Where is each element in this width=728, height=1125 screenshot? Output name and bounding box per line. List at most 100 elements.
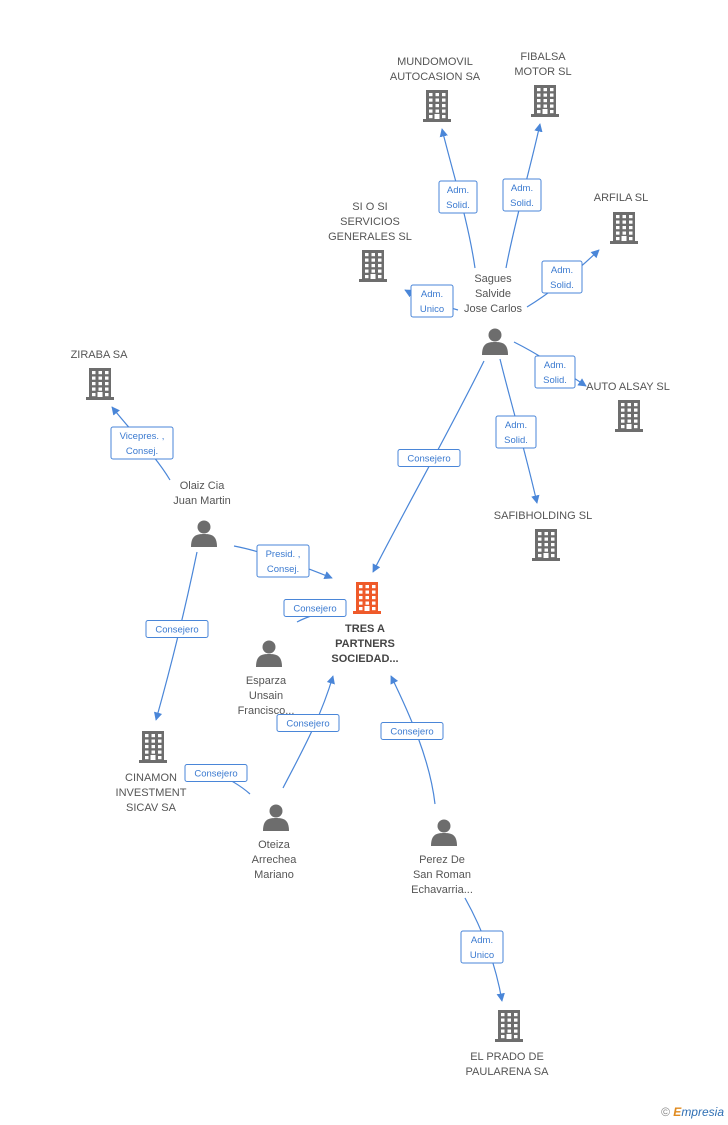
company-node[interactable]: CINAMON INVESTMENT SICAV SA — [116, 731, 187, 814]
node-label: Echavarria... — [411, 884, 473, 896]
building-icon — [531, 85, 559, 117]
relationship-label-text: Solid. — [446, 200, 470, 211]
node-label: Oteiza — [258, 839, 291, 851]
copyright-icon: © — [661, 1105, 670, 1119]
node-label: ZIRABA SA — [71, 349, 129, 361]
brand-logo-rest: mpresia — [681, 1105, 724, 1119]
relationship-label[interactable]: Consejero — [145, 620, 209, 638]
relationship-label-text: Adm. — [544, 360, 566, 371]
building-icon — [610, 212, 638, 244]
relationship-label[interactable]: Adm. Unico — [410, 284, 454, 318]
relationship-label-text: Adm. — [471, 935, 493, 946]
relationship-label-text: Presid. , — [266, 549, 301, 560]
node-label: SI O SI — [352, 201, 387, 213]
node-label: SICAV SA — [126, 802, 177, 814]
relationship-label-text: Unico — [420, 304, 444, 315]
relationship-label-text: Consejero — [286, 719, 329, 730]
relationship-label[interactable]: Consejero — [380, 722, 444, 740]
relationship-label-box — [460, 930, 504, 964]
relationship-label[interactable]: Consejero — [283, 599, 347, 617]
building-icon — [86, 368, 114, 400]
relationship-label-text: Adm. — [421, 289, 443, 300]
relationship-label-text: Consejero — [390, 727, 433, 738]
node-label: Salvide — [475, 288, 511, 300]
company-node[interactable]: ZIRABA SA — [71, 349, 129, 400]
node-label: Esparza — [246, 675, 287, 687]
company-node[interactable]: EL PRADO DE PAULARENA SA — [466, 1010, 550, 1078]
node-label: Arrechea — [252, 854, 298, 866]
node-label: Juan Martin — [173, 495, 230, 507]
person-node[interactable]: EsparzaUnsainFrancisco... — [238, 640, 295, 718]
node-label: EL PRADO DE — [470, 1051, 544, 1063]
relationship-label[interactable]: Adm.Unico — [460, 930, 504, 964]
node-label: PARTNERS — [335, 638, 395, 650]
relationship-label[interactable]: Adm.Solid. — [502, 178, 542, 212]
node-label: SOCIEDAD... — [331, 653, 398, 665]
person-icon — [482, 328, 508, 355]
company-node[interactable]: AUTO ALSAY SL — [586, 381, 670, 432]
node-label: MUNDOMOVIL — [397, 56, 473, 68]
building-icon — [532, 529, 560, 561]
edge-line — [153, 551, 198, 721]
edge-line — [282, 675, 335, 789]
relationship-label-text: Solid. — [543, 375, 567, 386]
node-label: MOTOR SL — [514, 66, 571, 78]
relationship-label-text: Vicepres. , — [120, 431, 165, 442]
relationship-label-text: Adm. — [551, 265, 573, 276]
relationship-label-box — [541, 260, 583, 294]
company-node[interactable]: FIBALSA MOTOR SL — [514, 51, 572, 117]
focus-company-node[interactable]: TRES A PARTNERS SOCIEDAD... — [331, 582, 399, 665]
node-label: INVESTMENT — [116, 787, 187, 799]
building-icon — [139, 731, 167, 763]
relationship-label[interactable]: Adm.Solid. — [438, 180, 478, 214]
building-icon — [423, 90, 451, 122]
relationship-label[interactable]: Adm.Solid. — [495, 415, 537, 449]
brand-logo-initial: E — [673, 1105, 682, 1119]
node-label: FIBALSA — [520, 51, 566, 63]
person-icon — [263, 804, 289, 831]
node-label: Sagues — [474, 273, 512, 285]
relationship-label-text: Consej. — [126, 446, 158, 457]
relationship-label-text: Solid. — [510, 198, 534, 209]
node-label: CINAMON — [125, 772, 177, 784]
company-node[interactable]: ARFILA SL — [594, 192, 648, 244]
node-label: Mariano — [254, 869, 294, 881]
focus-building-icon — [353, 582, 381, 614]
relationship-label[interactable]: Consejero — [276, 714, 340, 732]
building-icon — [359, 250, 387, 282]
relationship-label[interactable]: Consejero — [184, 764, 248, 782]
relationship-label[interactable]: Adm. Solid. — [541, 260, 583, 294]
relationship-label[interactable]: Adm. Solid. — [534, 355, 576, 389]
relationship-label[interactable]: Presid. ,Consej. — [256, 544, 310, 578]
person-icon — [256, 640, 282, 667]
node-label: GENERALES SL — [328, 231, 412, 243]
node-label: Unsain — [249, 690, 283, 702]
relationship-label-text: Consejero — [155, 625, 198, 636]
company-node[interactable]: SAFIBHOLDING SL — [494, 510, 592, 561]
relationship-label[interactable]: Consejero — [397, 449, 461, 467]
brand-watermark[interactable]: © Empresia — [661, 1105, 724, 1119]
node-label: PAULARENA SA — [466, 1066, 550, 1078]
relationship-label-box — [276, 714, 340, 732]
relationship-label-box — [534, 355, 576, 389]
relationship-label-box — [397, 449, 461, 467]
relationship-label-box — [495, 415, 537, 449]
relationship-label-box — [145, 620, 209, 638]
relationship-label-text: Solid. — [550, 280, 574, 291]
relationship-label-box — [438, 180, 478, 214]
relationship-label[interactable]: Vicepres. , Consej. — [110, 426, 174, 460]
relationship-label-box — [380, 722, 444, 740]
relationship-label-text: Consejero — [407, 454, 450, 465]
node-label: SAFIBHOLDING SL — [494, 510, 592, 522]
relationship-label-text: Solid. — [504, 435, 528, 446]
node-label: Jose Carlos — [464, 303, 523, 315]
node-label: TRES A — [345, 623, 385, 635]
